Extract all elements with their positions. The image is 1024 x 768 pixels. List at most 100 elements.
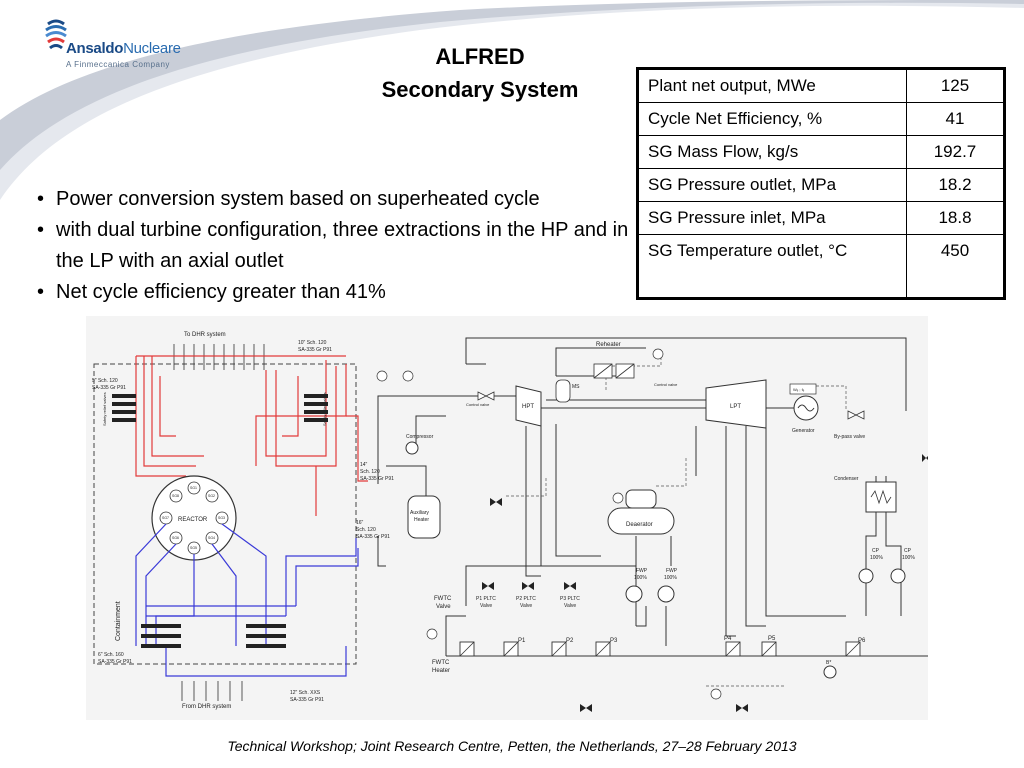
- pipe-10-label: 10" Sch. 120: [298, 340, 327, 346]
- header-swoosh: [0, 0, 1024, 200]
- pltc-p1-label: P1 PLTC: [476, 596, 496, 602]
- bullet-item: with dual turbine configuration, three e…: [34, 215, 634, 277]
- lpt-label: LPT: [730, 404, 741, 410]
- bullet-list: Power conversion system based on superhe…: [34, 184, 634, 308]
- steam-generators: [159, 481, 229, 555]
- lp-turbine: [705, 379, 767, 429]
- param-label: SG Pressure outlet, MPa: [637, 168, 907, 202]
- pipe-14-material: SA-335 Gr P91: [360, 476, 394, 482]
- table-row: SG Pressure outlet, MPa 18.2: [637, 168, 1005, 202]
- pltc-p1-valve: Valve: [480, 603, 492, 609]
- table-row: SG Temperature outlet, °C 450: [637, 234, 1005, 299]
- power-meter: [789, 383, 817, 395]
- containment-boundary: [93, 363, 357, 665]
- containment-label: Containment: [115, 601, 122, 641]
- table-row: Cycle Net Efficiency, % 41: [637, 102, 1005, 136]
- sg-label: SG5: [190, 546, 197, 550]
- fwtc-heater-label-2: Heater: [432, 668, 450, 674]
- control-valve-label-2: Control valve: [654, 382, 678, 387]
- param-label: SG Mass Flow, kg/s: [637, 135, 907, 169]
- param-value: 18.2: [906, 168, 1005, 202]
- safety-valve-cluster-right: [304, 394, 328, 422]
- pipe-10-material: SA-335 Gr P91: [298, 347, 332, 353]
- control-valve-icon: [477, 391, 487, 401]
- title-line-1: ALFRED: [435, 44, 525, 69]
- heater-p6-label: P6: [858, 638, 866, 644]
- safety-valve-cluster-left: [112, 394, 136, 422]
- pipe-5-label: 5" Sch. 120: [92, 378, 118, 384]
- param-label: Cycle Net Efficiency, %: [637, 102, 907, 136]
- ansaldo-nucleare-logo: [42, 18, 182, 78]
- pipe-12-material: SA-335 Gr P91: [290, 697, 324, 703]
- hp-turbine: [515, 385, 542, 427]
- cp-label: CP: [904, 548, 912, 554]
- param-label: SG Temperature outlet, °C: [637, 234, 907, 299]
- bullet-item: Power conversion system based on superhe…: [34, 184, 634, 215]
- logo-name-part2: Nucleare: [123, 40, 181, 57]
- fwtc-valve-label-2: Valve: [436, 604, 451, 610]
- cp-label: CP: [872, 548, 880, 554]
- feedwater-pump-icon: [625, 585, 643, 603]
- fwp-label: FWP: [636, 568, 648, 574]
- plant-parameters-table: Plant net output, MWe 125 Cycle Net Effi…: [636, 67, 1006, 300]
- safety-valves-label-right: Safety relief valves: [322, 392, 327, 426]
- aux-heater-label-1: Auxiliary: [410, 510, 429, 516]
- pipe-5-material: SA-335 Gr P91: [92, 385, 126, 391]
- logo-mark-icon: [45, 19, 67, 50]
- param-value: 192.7: [906, 135, 1005, 169]
- cp-percent: 100%: [902, 555, 915, 561]
- pltc-p3-label: P3 PLTC: [560, 596, 580, 602]
- hpt-label: HPT: [522, 404, 534, 410]
- pipe-16-sch: Sch. 120: [356, 527, 376, 533]
- pipe-6-material: SA-335 Gr P91: [98, 659, 132, 665]
- ms-label: MS: [572, 384, 580, 390]
- steam-lines: [135, 355, 368, 516]
- slide-title: ALFRED Secondary System: [330, 40, 630, 106]
- generator-label: Generator: [792, 428, 815, 434]
- fwtc-valve-label-1: FWTC: [434, 596, 452, 602]
- fwp-label: FWP: [666, 568, 678, 574]
- fwtc-heater-label-1: FWTC: [432, 660, 450, 666]
- param-value: 450: [906, 234, 1005, 299]
- condenser-label: Condenser: [834, 476, 859, 482]
- pltc-p2-label: P2 PLTC: [516, 596, 536, 602]
- table-row: SG Pressure inlet, MPa 18.8: [637, 201, 1005, 235]
- sg-label: SG1: [190, 486, 197, 490]
- heater-p5-label: P5: [768, 636, 776, 642]
- bypass-valve-label: By-pass valve: [834, 434, 865, 440]
- auxiliary-heater: [407, 495, 441, 539]
- title-line-2: Secondary System: [381, 77, 579, 102]
- sg-label: SG4: [208, 536, 215, 540]
- param-value: 125: [906, 68, 1005, 103]
- heater-p1-label: P1: [518, 638, 526, 644]
- pipe-16-label: 16": [356, 520, 364, 526]
- deaerator-label: Deaerator: [626, 522, 653, 528]
- moisture-separator: [555, 379, 571, 403]
- pipe-12-label: 12" Sch. XXS: [290, 690, 321, 696]
- feedwater-lines: [135, 523, 359, 677]
- sg-label: SG7: [162, 516, 169, 520]
- sg-label: SG8: [172, 494, 179, 498]
- pipe-6-label: 6" Sch. 160: [98, 652, 124, 658]
- heater-p4-label: P4: [724, 636, 732, 642]
- bypass-pump-label: B*: [826, 660, 831, 666]
- compressor-label: Compressor: [406, 434, 434, 440]
- control-valve-label: Control valve: [466, 402, 490, 407]
- fwp-percent: 100%: [664, 575, 677, 581]
- pltc-p3-valve: Valve: [564, 603, 576, 609]
- primary-circuit: Containment To DHR system 10" Sch. 120 S…: [92, 332, 394, 710]
- bullet-item: Net cycle efficiency greater than 41%: [34, 277, 634, 308]
- logo-wordmark: AnsaldoNucleare: [66, 40, 181, 57]
- compressor-icon: [405, 441, 419, 455]
- drain-pump-icon: [823, 665, 837, 679]
- sg-label: SG3: [218, 516, 225, 520]
- condensate-pump-icon: [890, 568, 906, 584]
- param-label: SG Pressure inlet, MPa: [637, 201, 907, 235]
- to-dhr-label: To DHR system: [184, 332, 226, 338]
- cp-percent: 100%: [870, 555, 883, 561]
- reheater-label: Reheater: [596, 342, 621, 348]
- feedwater-pump-icon: [657, 585, 675, 603]
- table-row: Plant net output, MWe 125: [637, 68, 1005, 103]
- logo-tagline: A Finmeccanica Company: [66, 60, 170, 69]
- param-value: 41: [906, 102, 1005, 136]
